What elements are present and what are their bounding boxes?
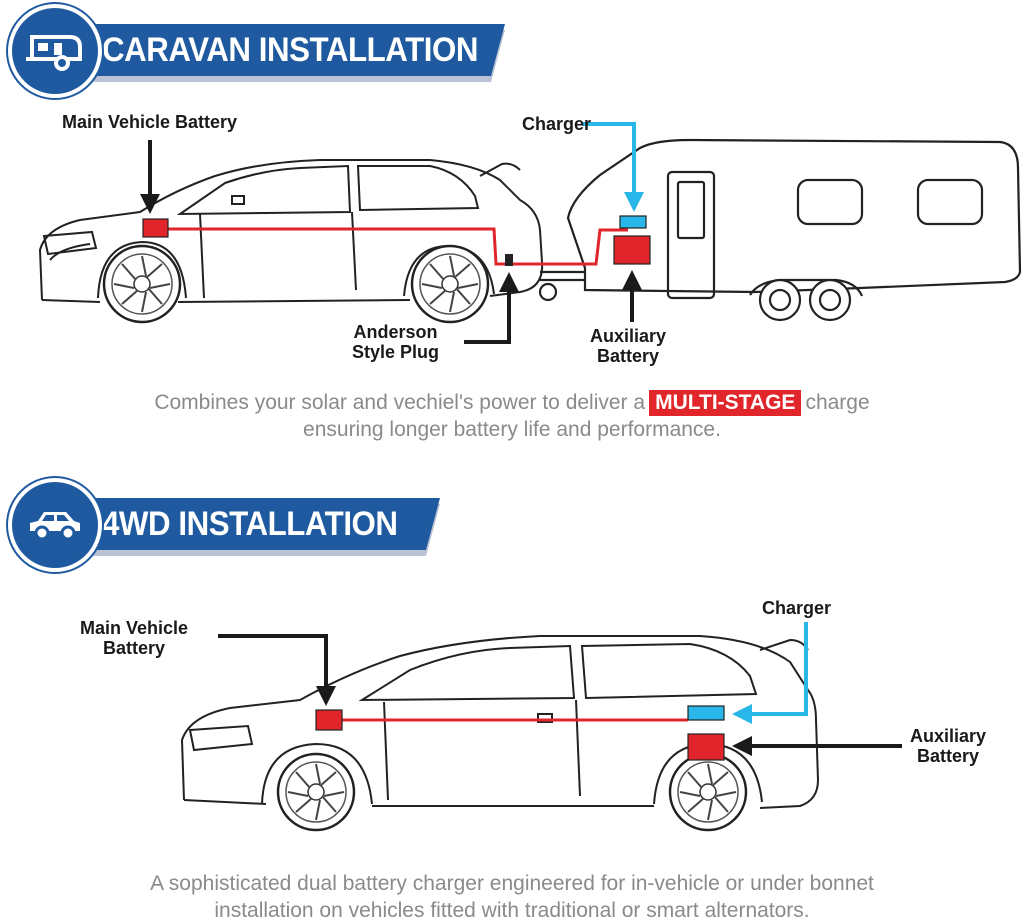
- caravan-aux-battery-label-line2: Battery: [597, 346, 660, 366]
- fwd-main-battery-label-line1: Main Vehicle: [80, 618, 189, 638]
- caravan-charger-box: [619, 215, 647, 229]
- anderson-plug-arrow: [464, 272, 519, 344]
- fwd-aux-battery-box: [687, 733, 725, 761]
- fwd-car-front-wheel: [276, 752, 356, 832]
- fwd-caption-line2: installation on vehicles fitted with tra…: [214, 899, 810, 922]
- anderson-plug-box: [505, 254, 513, 266]
- caravan-icon: [8, 4, 102, 98]
- car-icon: [8, 478, 102, 572]
- fwd-aux-battery-label-line1: Auxiliary: [910, 726, 987, 746]
- caravan-caption-after: charge: [805, 391, 870, 414]
- fwd-main-battery-box: [315, 709, 343, 731]
- fwd-main-battery-arrow: [218, 634, 336, 706]
- fwd-section-title: 4WD INSTALLATION: [102, 504, 398, 543]
- fwd-caption-line1: A sophisticated dual battery charger eng…: [150, 872, 874, 895]
- anderson-plug-label: Anderson Style Plug: [352, 322, 439, 362]
- caravan-caption-line2: ensuring longer battery life and perform…: [303, 418, 721, 441]
- caravan-wiring: [168, 227, 628, 266]
- caravan-trailer: [540, 138, 1022, 300]
- caravan-header-band: CARAVAN INSTALLATION: [60, 24, 505, 76]
- fwd-aux-battery-label-line2: Battery: [917, 746, 980, 766]
- caravan-car-rear-wheel: [410, 244, 490, 324]
- fwd-caption: A sophisticated dual battery charger eng…: [0, 870, 1024, 924]
- caravan-section-title: CARAVAN INSTALLATION: [102, 30, 478, 69]
- caravan-section-header: CARAVAN INSTALLATION: [0, 4, 520, 98]
- fwd-charger-label: Charger: [762, 598, 832, 618]
- caravan-charger-arrow: [582, 122, 644, 212]
- caravan-main-battery-box: [142, 218, 169, 238]
- caravan-caption-line1: Combines your solar and vechiel's power …: [0, 389, 1024, 416]
- fwd-charger-box: [687, 705, 725, 721]
- anderson-plug-label-line2: Style Plug: [352, 342, 440, 362]
- caravan-car-front-wheel: [102, 244, 182, 324]
- caravan-main-battery-label: Main Vehicle Battery: [62, 112, 238, 132]
- fwd-aux-battery-label: Auxiliary Battery: [910, 726, 986, 766]
- fwd-main-battery-label-line2: Battery: [103, 638, 166, 658]
- fwd-car-rear-wheel: [668, 752, 748, 832]
- caravan-caption-before: Combines your solar and vechiel's power …: [154, 391, 646, 414]
- caravan-charger-label: Charger: [522, 114, 592, 134]
- fwd-header-band: 4WD INSTALLATION: [60, 498, 440, 550]
- fwd-charger-arrow: [732, 622, 808, 724]
- caravan-aux-battery-label: Auxiliary Battery: [590, 326, 666, 366]
- caravan-aux-battery-label-line1: Auxiliary: [590, 326, 667, 346]
- anderson-plug-label-line1: Anderson: [353, 322, 438, 342]
- fwd-main-battery-label: Main Vehicle Battery: [80, 618, 188, 658]
- caravan-caption: Combines your solar and vechiel's power …: [0, 389, 1024, 443]
- multi-stage-badge: MULTI-STAGE: [649, 390, 802, 416]
- caravan-aux-battery-box: [613, 235, 651, 265]
- fwd-section-header: 4WD INSTALLATION: [0, 478, 520, 572]
